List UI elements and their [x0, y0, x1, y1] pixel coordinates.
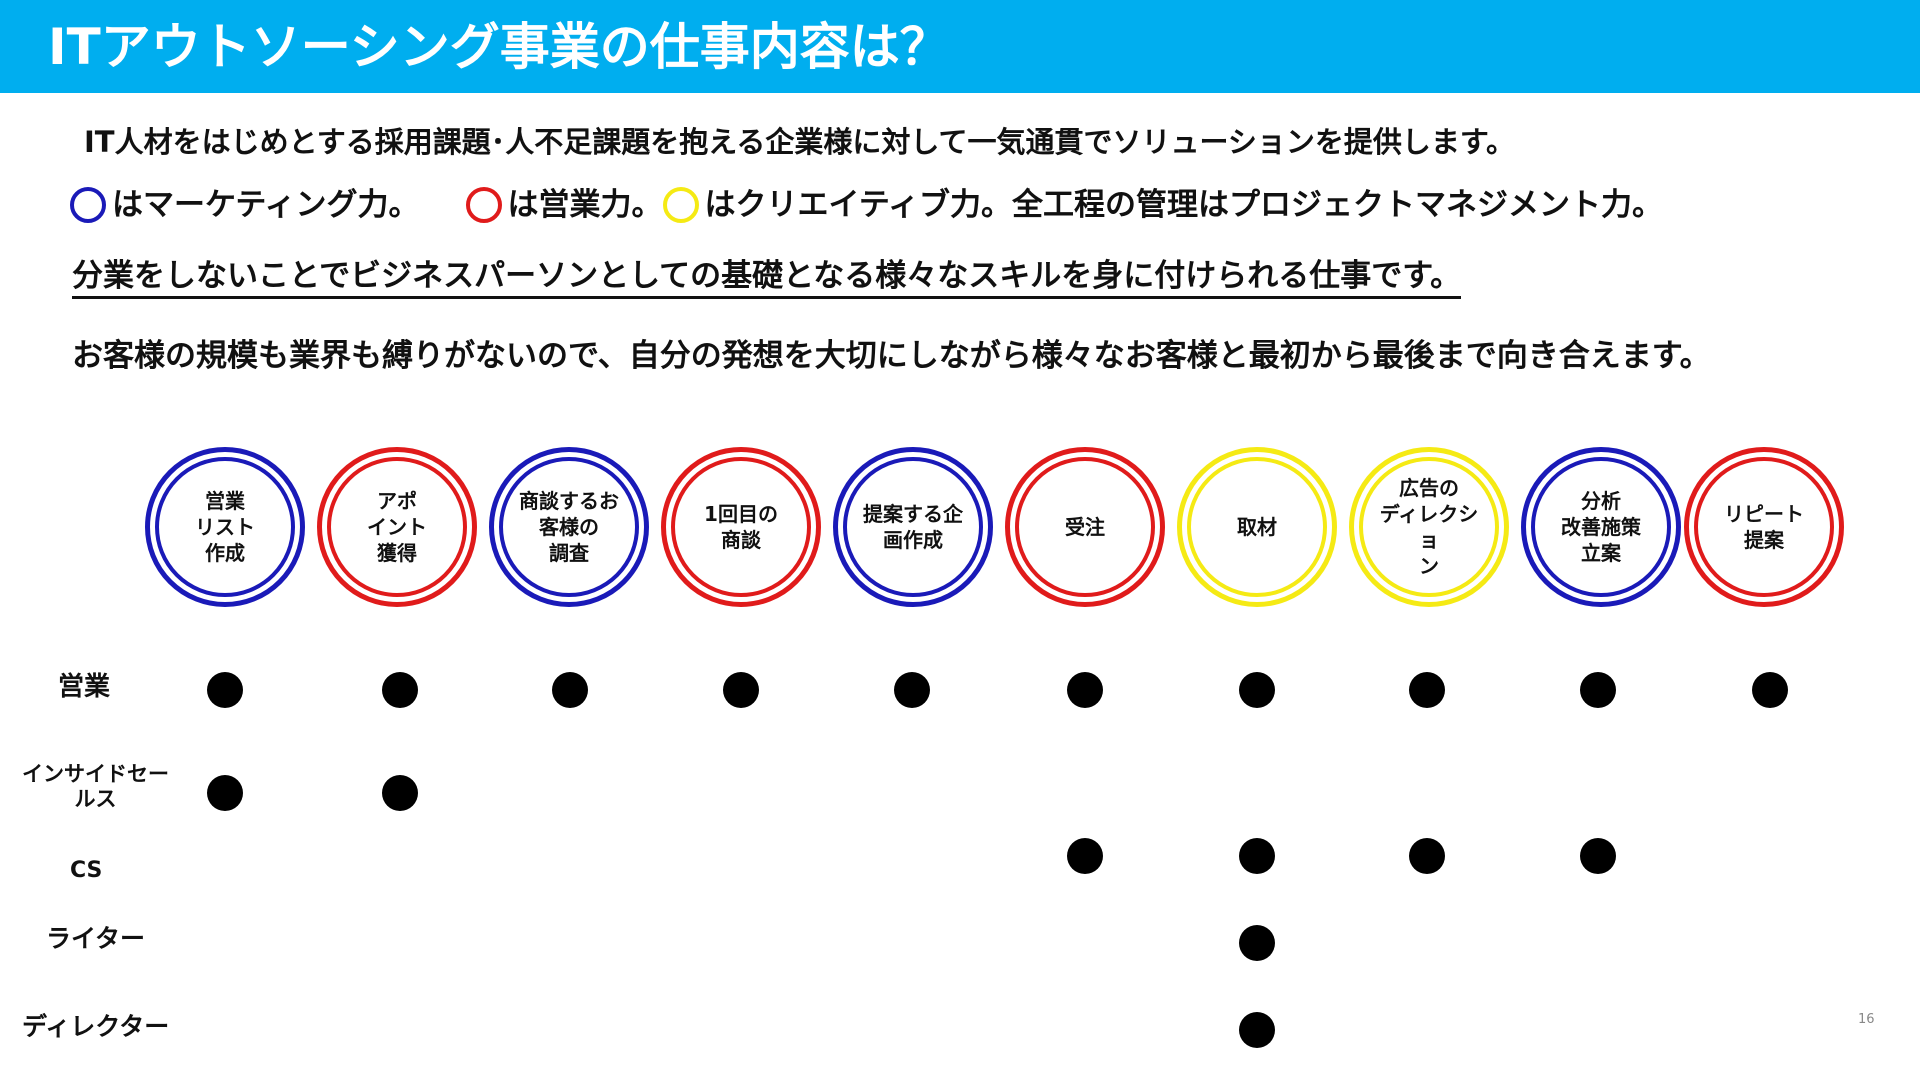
step-circle-5: 提案する企 画作成: [833, 447, 993, 607]
step-inner-ring: 1回目の 商談: [671, 457, 811, 597]
step-label: 営業 リスト 作成: [195, 489, 255, 565]
role-label-4: ライター: [46, 924, 146, 953]
role-label-1: 営業: [58, 672, 111, 702]
step-inner-ring: 提案する企 画作成: [843, 457, 983, 597]
role-step-dot: [1409, 838, 1445, 874]
step-circle-1: 営業 リスト 作成: [145, 447, 305, 607]
legend-creative-text: はクリエイティブ力。全工程の管理はプロジェクトマネジメント力。: [704, 187, 1664, 223]
intro-line-3: 分業をしないことでビジネスパーソンとしての基礎となる様々なスキルを身に付けられる…: [72, 254, 1462, 299]
role-label-5: ディレクター: [22, 1012, 170, 1041]
step-circle-3: 商談するお 客様の 調査: [489, 447, 649, 607]
legend-red-circle-icon: [465, 187, 502, 223]
page-title: ITアウトソーシング事業の仕事内容は？: [48, 18, 950, 76]
role-step-dot: [207, 775, 243, 811]
step-inner-ring: 営業 リスト 作成: [155, 457, 295, 597]
step-circle-2: アポ イント 獲得: [317, 447, 477, 607]
header-bar: ITアウトソーシング事業の仕事内容は？: [0, 0, 1920, 93]
legend-yellow-circle-icon: [662, 187, 699, 223]
step-circle-8: 広告の ディレクショ ン: [1349, 447, 1509, 607]
step-label: 提案する企 画作成: [863, 502, 963, 552]
step-inner-ring: リピート 提案: [1694, 457, 1834, 597]
step-label: 広告の ディレクショ ン: [1379, 476, 1479, 578]
role-step-dot: [1239, 838, 1275, 874]
role-step-dot: [552, 672, 588, 708]
legend-sales-text: は営業力。: [507, 187, 663, 223]
role-step-dot: [894, 672, 930, 708]
intro-line-1: IT人材をはじめとする採用課題･人不足課題を抱える企業様に対して一気通貫でソリュ…: [84, 125, 1515, 159]
role-step-dot: [1067, 838, 1103, 874]
step-circle-7: 取材: [1177, 447, 1337, 607]
role-step-dot: [382, 775, 418, 811]
role-step-dot: [1752, 672, 1788, 708]
role-label-2: インサイドセー ルス: [22, 762, 169, 811]
step-inner-ring: アポ イント 獲得: [327, 457, 467, 597]
step-inner-ring: 商談するお 客様の 調査: [499, 457, 639, 597]
step-circle-6: 受注: [1005, 447, 1165, 607]
step-circle-9: 分析 改善施策 立案: [1521, 447, 1681, 607]
step-inner-ring: 広告の ディレクショ ン: [1359, 457, 1499, 597]
step-circle-10: リピート 提案: [1684, 447, 1844, 607]
step-label: 分析 改善施策 立案: [1561, 489, 1641, 565]
role-step-dot: [207, 672, 243, 708]
step-label: 1回目の 商談: [704, 502, 778, 552]
step-inner-ring: 分析 改善施策 立案: [1531, 457, 1671, 597]
step-circle-4: 1回目の 商談: [661, 447, 821, 607]
role-step-dot: [1239, 1012, 1275, 1048]
page-number: 16: [1858, 1012, 1875, 1027]
legend-marketing-text: はマーケティング力。: [112, 187, 420, 223]
role-step-dot: [1580, 838, 1616, 874]
intro-line-4: お客様の規模も業界も縛りがないので、自分の発想を大切にしながら様々なお客様と最初…: [72, 338, 1711, 374]
step-inner-ring: 取材: [1187, 457, 1327, 597]
role-step-dot: [1239, 672, 1275, 708]
role-label-3: CS: [70, 858, 103, 883]
step-label: 取材: [1237, 515, 1277, 539]
step-label: 受注: [1065, 515, 1105, 539]
role-step-dot: [382, 672, 418, 708]
role-step-dot: [1409, 672, 1445, 708]
role-step-dot: [1239, 925, 1275, 961]
role-step-dot: [1580, 672, 1616, 708]
step-label: リピート 提案: [1724, 502, 1804, 552]
role-step-dot: [1067, 672, 1103, 708]
step-label: 商談するお 客様の 調査: [519, 489, 619, 565]
step-label: アポ イント 獲得: [367, 489, 427, 565]
underlined-statement: 分業をしないことでビジネスパーソンとしての基礎となる様々なスキルを身に付けられる…: [72, 258, 1462, 299]
role-step-dot: [723, 672, 759, 708]
color-legend: はマーケティング力。 は営業力。 はクリエイティブ力。全工程の管理はプロジェクト…: [70, 183, 1663, 227]
legend-blue-circle-icon: [70, 187, 106, 223]
step-inner-ring: 受注: [1015, 457, 1155, 597]
